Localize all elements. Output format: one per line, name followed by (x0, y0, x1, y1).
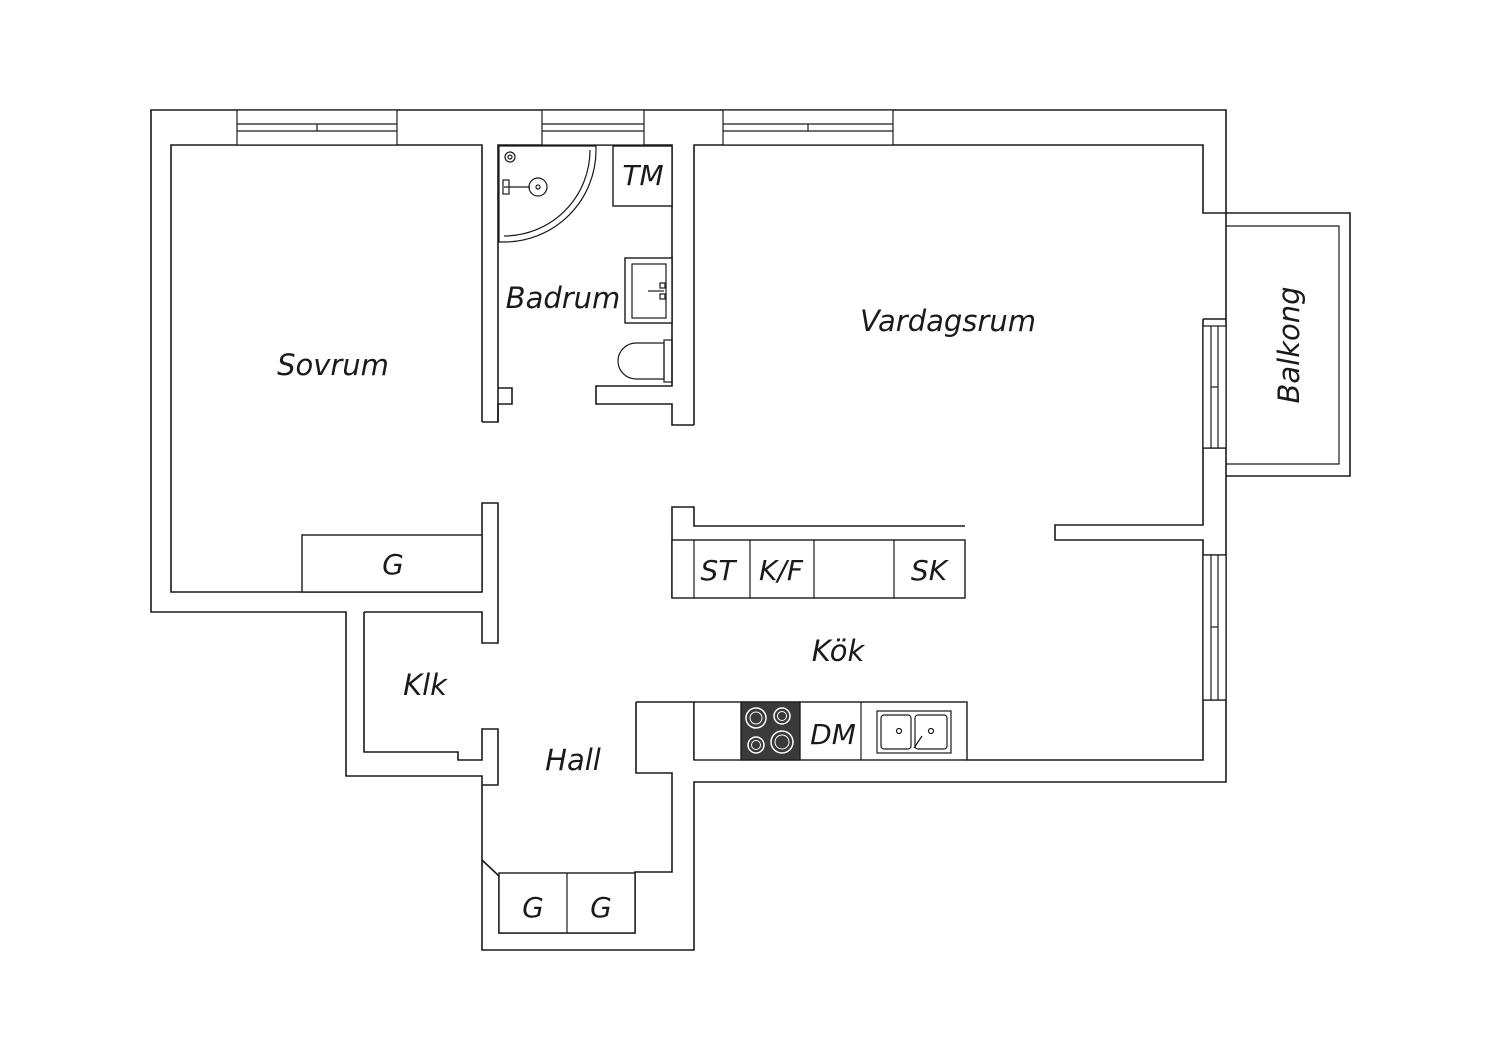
bedroom-wardrobe (301, 534, 483, 593)
window-bathroom (541, 109, 645, 146)
balcony-inner (1226, 225, 1340, 465)
window-balcony-door (1202, 325, 1227, 449)
kitchen-lower-counter (693, 701, 968, 761)
stove-icon (740, 701, 801, 761)
balcony-outline (1226, 212, 1351, 477)
bathroom-fixtures (498, 145, 673, 383)
bedroom-wall-inner (170, 144, 483, 593)
kitchen-sink-icon (876, 710, 952, 754)
fixture-label-kf: K/F (759, 554, 804, 587)
klk-wall (363, 612, 499, 786)
window-bedroom (236, 109, 398, 146)
closet-wall (364, 502, 499, 644)
walls (150, 109, 1351, 951)
kitchen-wall-stub (671, 506, 965, 598)
living-wall-right (967, 319, 1204, 761)
sink-icon (624, 257, 673, 324)
window-living (722, 109, 894, 146)
room-label-vardagsrum: Vardagsrum (860, 304, 1036, 338)
partition-stub-1 (482, 387, 513, 423)
exterior-wall-outer (150, 109, 1227, 951)
fixture-label-garderob-sovrum: G (382, 548, 404, 581)
kitchen-upper-counter (671, 539, 966, 599)
room-label-badrum: Badrum (506, 281, 621, 315)
living-wall-inner (693, 144, 1226, 425)
fixture-label-dm: DM (810, 718, 856, 751)
room-label-kok: Kök (812, 634, 866, 668)
washing-machine-box (612, 145, 673, 207)
room-label-balkong: Balkong (1272, 286, 1306, 403)
room-label-klk: Klk (403, 668, 448, 702)
windows (236, 109, 1227, 701)
hall-entry (636, 701, 695, 760)
fixture-labels: TM G ST K/F SK DM G G (382, 159, 950, 924)
room-labels: Sovrum Badrum Vardagsrum Balkong Kök Klk… (277, 281, 1306, 777)
fixture-label-st: ST (701, 554, 738, 587)
toilet-icon (617, 339, 673, 383)
room-label-sovrum: Sovrum (277, 348, 389, 382)
fixture-label-garderob-hall-2: G (590, 891, 612, 924)
fixture-label-tm: TM (622, 159, 663, 192)
shower-icon (498, 145, 597, 243)
hall-wardrobes (498, 872, 636, 934)
fixture-label-sk: SK (911, 554, 950, 587)
fixture-label-garderob-hall-1: G (522, 891, 544, 924)
window-kitchen (1202, 554, 1227, 701)
room-label-hall: Hall (545, 743, 601, 777)
